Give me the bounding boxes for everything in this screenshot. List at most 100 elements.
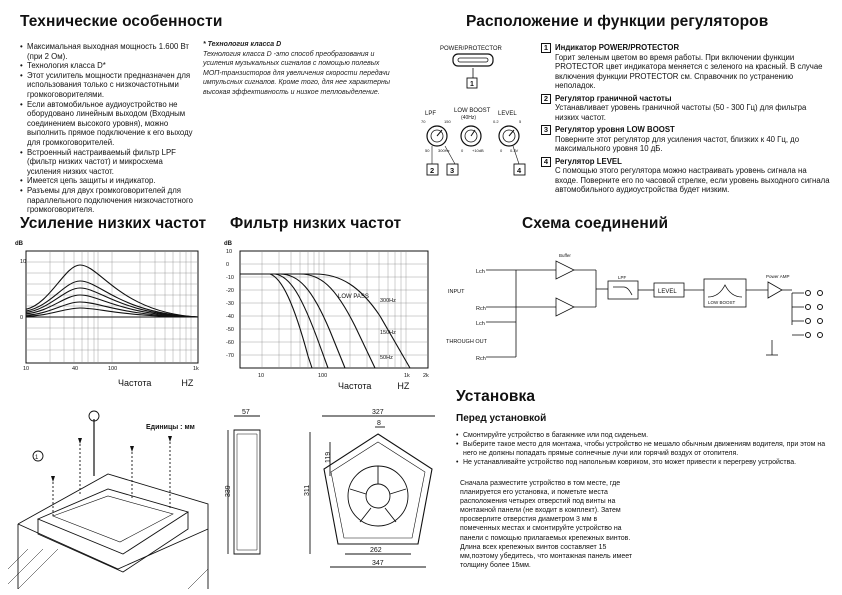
top-view: 327 8 119 311 262 347 (304, 409, 435, 568)
lpf-ytick: -20 (226, 288, 234, 294)
power-indicator (452, 53, 494, 67)
panel-label: POWER/PROTECTOR (440, 46, 503, 52)
dim-311: 311 (304, 485, 311, 496)
install-title: Установка (456, 388, 536, 405)
lpf-curve (240, 273, 313, 369)
lpf-curve (240, 273, 376, 369)
wiring-title: Схема соединений (522, 215, 669, 232)
mount-callout: 1 (35, 455, 39, 461)
bass-boost-curve (25, 280, 199, 318)
lpf-annotation: 50Hz (380, 355, 393, 361)
bass-boost-curve (25, 301, 199, 318)
svg-text:0.2: 0.2 (493, 119, 499, 124)
bass-boost-chart: dB 10 0 10 40 100 1k (15, 241, 199, 372)
list-item: Этот усилитель мощности предназначен для… (20, 71, 198, 100)
side-profile: 57 339 (225, 409, 261, 555)
buffer-top (555, 260, 575, 280)
bass-boost-curve (25, 264, 199, 318)
install-subtitle: Перед установкой (456, 413, 547, 424)
units-label: Единицы : мм (146, 424, 195, 431)
list-item: Смонтируйте устройство в багажнике или п… (456, 431, 836, 440)
features-list: Максимальная выходная мощность 1.600 Вт … (20, 42, 198, 215)
class-d-note: * Технология класса D Технология класса … (203, 40, 393, 98)
svg-text:3: 3 (450, 166, 454, 175)
wiring-low-boost: LOW BOOST (708, 300, 736, 305)
bass-boost-title: Усиление низких частот (20, 215, 207, 232)
bass-xtick: 40 (72, 366, 78, 372)
wiring-lpf: LPF (618, 275, 627, 280)
wiring-lch-2: Lch (476, 321, 485, 327)
dim-262: 262 (370, 547, 382, 554)
level-knob: 0.2 5 0 0.3V (493, 119, 522, 153)
dim-347: 347 (372, 560, 384, 567)
list-item: Имеется цепь защиты и индикатор. (20, 176, 198, 186)
lpf-ytick: -70 (226, 353, 234, 359)
lpf-curve (240, 273, 329, 369)
controls-list: 1 Индикатор POWER/PROTECTOR Горит зелены… (541, 43, 831, 198)
wiring-level: LEVEL (658, 289, 677, 295)
level-knob-label: LEVEL (498, 111, 517, 117)
control-panel-diagram: POWER/PROTECTOR 1 LPF LOW BOOST (40Hz) L… (421, 46, 526, 176)
dim-119: 119 (325, 452, 332, 463)
svg-text:5: 5 (519, 119, 522, 124)
callout-2 (426, 163, 439, 176)
wiring-lch: Lch (476, 269, 485, 275)
svg-text:70: 70 (421, 119, 426, 124)
lpf-chart: dB LOW PASS 300Hz 150Hz 50Hz 100-10-20-3… (224, 241, 429, 379)
dim-327: 327 (372, 409, 384, 416)
install-list: Смонтируйте устройство в багажнике или п… (456, 431, 836, 467)
install-paragraph: Сначала разместите устройство в том мест… (460, 480, 633, 569)
class-d-note-title: * Технология класса D (203, 41, 282, 48)
svg-text:300Hz: 300Hz (438, 148, 450, 153)
svg-text:0: 0 (461, 148, 464, 153)
control-item-1: 1 Индикатор POWER/PROTECTOR Горит зелены… (541, 43, 831, 91)
bass-boost-curve (25, 307, 199, 318)
boost-knob: 0 +10dB (460, 125, 484, 153)
boost-knob-sub: (40Hz) (461, 115, 476, 121)
lpf-ytick: -30 (226, 301, 234, 307)
controls-title: Расположение и функции регуляторов (466, 13, 769, 30)
wiring-buffer: Buffer (559, 253, 571, 258)
list-item: Максимальная выходная мощность 1.600 Вт … (20, 42, 198, 61)
wiring-input: INPUT (448, 289, 465, 295)
control-item-3: 3 Регулятор уровня LOW BOOST Поверните э… (541, 125, 831, 154)
callout-3 (446, 163, 459, 176)
svg-text:+10dB: +10dB (472, 148, 484, 153)
bass-ytick: 10 (20, 259, 26, 265)
callout-4 (513, 163, 526, 176)
lpf-curve (240, 273, 346, 369)
lpf-knob: 70 150 50 300Hz (421, 119, 451, 153)
lpf-ytick: -40 (226, 314, 234, 320)
features-title: Технические особенности (20, 13, 223, 30)
buffer-bottom (555, 297, 575, 317)
lpf-curve (240, 273, 411, 369)
callout-1 (466, 77, 478, 89)
list-item: Выберите такое место для монтажа, чтобы … (456, 440, 836, 458)
svg-text:50: 50 (425, 148, 430, 153)
lpf-ytick: -60 (226, 340, 234, 346)
lpf-ytick: 0 (226, 262, 229, 268)
lpf-ytick: -50 (226, 327, 234, 333)
control-item-4: 4 Регулятор LEVEL С помощью этого регуля… (541, 156, 831, 195)
dim-57: 57 (242, 409, 250, 416)
svg-text:4: 4 (517, 166, 522, 175)
lpf-ylabel: dB (224, 241, 233, 247)
svg-text:150: 150 (444, 119, 451, 124)
svg-text:0: 0 (500, 148, 503, 153)
lpf-block (607, 280, 639, 300)
dim-339: 339 (225, 485, 232, 497)
power-amp (767, 281, 783, 299)
control-item-2: 2 Регулятор граничной частоты Устанавлив… (541, 93, 831, 123)
wiring-through: THROUGH OUT (446, 339, 488, 345)
lpf-annotation: LOW PASS (338, 294, 369, 300)
wiring-diagram: Lch INPUT Rch Lch THROUGH OUT Rch Buffer… (446, 253, 823, 362)
lpf-xtick: 2k (423, 373, 429, 379)
lpf-xtick: 100 (318, 373, 327, 379)
bass-boost-curve (25, 294, 199, 318)
bass-xtick: 1k (193, 366, 199, 372)
lpf-ytick: -10 (226, 275, 234, 281)
low-boost-block (703, 278, 747, 308)
wiring-rch: Rch (476, 306, 486, 312)
list-item: Не устанавливайте устройство под напольн… (456, 458, 836, 467)
